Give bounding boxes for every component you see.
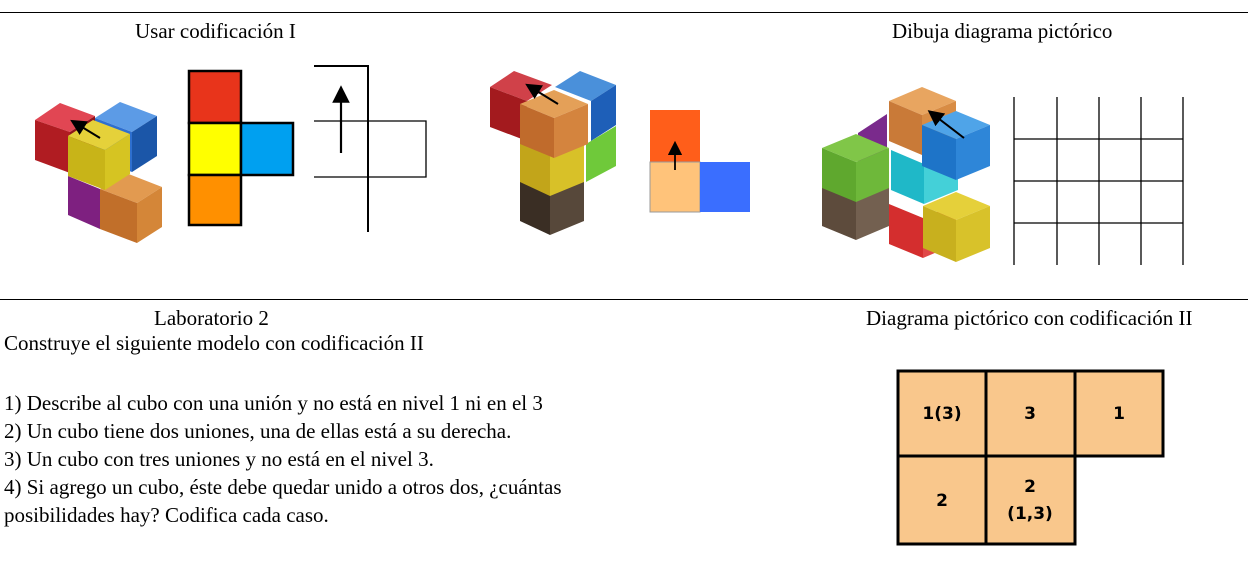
cube-model-2 bbox=[490, 71, 616, 235]
color-net bbox=[187, 69, 295, 227]
net-2 bbox=[649, 110, 750, 213]
code-cell-2 bbox=[984, 369, 1077, 458]
code-cell-3 bbox=[1073, 369, 1165, 458]
cube-orange-2 bbox=[520, 90, 588, 158]
dibuja-diagrama-title: Dibuja diagrama pictórico bbox=[892, 19, 1113, 43]
cube-blue-2 bbox=[555, 71, 616, 141]
net-square-red bbox=[187, 69, 243, 125]
code-label-3: 1 bbox=[1113, 404, 1125, 424]
code-label-2: 3 bbox=[1024, 404, 1036, 424]
top-divider bbox=[0, 12, 1248, 13]
question-1: 1) Describe al cubo con una unión y no e… bbox=[4, 391, 543, 415]
code-label-5-line1: 2 bbox=[1024, 477, 1036, 497]
net-square-blue bbox=[239, 121, 295, 177]
code-cell-1 bbox=[896, 369, 988, 458]
cube-green-2 bbox=[586, 126, 616, 182]
instruction-text: Construye el siguiente modelo con codifi… bbox=[4, 331, 424, 355]
laboratorio-title: Laboratorio 2 bbox=[154, 306, 269, 330]
question-3: 3) Un cubo con tres uniones y no está en… bbox=[4, 447, 434, 471]
drawing-grid bbox=[1013, 97, 1184, 265]
net-square-orange bbox=[187, 173, 243, 227]
diagrama-codificacion-title: Diagrama pictórico con codificación II bbox=[866, 306, 1193, 330]
code-grid: 1(3) 3 1 2 2 (1,3) bbox=[896, 369, 1165, 546]
cube-green-3 bbox=[822, 134, 889, 202]
cube-model-3 bbox=[822, 87, 990, 262]
cube-purple bbox=[68, 176, 100, 229]
usar-codificacion-title: Usar codificación I bbox=[135, 19, 296, 43]
cube-yellow bbox=[68, 120, 130, 190]
code-label-1: 1(3) bbox=[922, 404, 961, 424]
question-2: 2) Un cubo tiene dos uniones, una de ell… bbox=[4, 419, 512, 443]
net-square-yellow bbox=[187, 121, 243, 177]
question-list: 1) Describe al cubo con una unión y no e… bbox=[4, 389, 704, 529]
cube-model-1 bbox=[35, 102, 162, 243]
code-label-4: 2 bbox=[936, 491, 948, 511]
code-cell-5 bbox=[984, 454, 1077, 546]
cube-brown-3 bbox=[822, 186, 889, 240]
question-4-continued: posibilidades hay? Codifica cada caso. bbox=[4, 503, 329, 527]
outline-net bbox=[314, 65, 427, 232]
middle-divider bbox=[0, 299, 1248, 300]
cube-yellow-3 bbox=[923, 192, 990, 262]
question-4: 4) Si agrego un cubo, éste debe quedar u… bbox=[4, 475, 562, 499]
cube-blue-3 bbox=[922, 111, 990, 180]
code-label-5-line2: (1,3) bbox=[1007, 504, 1053, 524]
net2-square-blue bbox=[700, 162, 750, 212]
